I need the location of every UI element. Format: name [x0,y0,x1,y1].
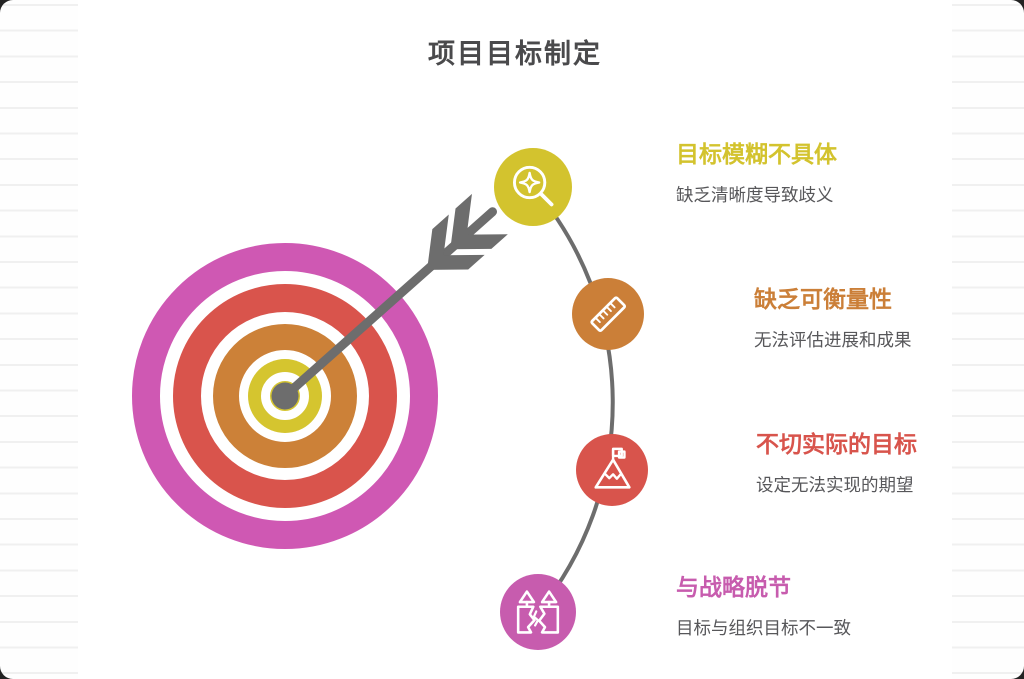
step-subtitle: 缺乏清晰度导致歧义 [676,185,834,205]
mountain-flag-icon [594,447,631,489]
step-subtitle: 设定无法实现的期望 [756,475,914,495]
step-strategy-disconnect: 与战略脱节 目标与组织目标不一致 [676,574,851,639]
ruler-icon [590,296,627,333]
arrow-icon [271,193,508,410]
broken-arrows-icon [516,590,560,634]
step-title: 不切实际的目标 [756,431,917,457]
magnifier-sparkle-icon [512,165,554,207]
page-title: 项目目标制定 [428,39,602,69]
step-unrealistic-goals: 不切实际的目标 设定无法实现的期望 [756,431,917,496]
step-circle-not-measurable [572,278,644,350]
diagram-canvas: 项目目标制定 目标模糊不具体 缺乏清晰度导致歧义 [78,0,952,679]
step-vague-goals: 目标模糊不具体 缺乏清晰度导致歧义 [676,141,837,206]
step-circle-vague-goals [494,148,572,226]
step-subtitle: 目标与组织目标不一致 [676,618,851,638]
step-title: 目标模糊不具体 [676,141,837,167]
step-circle-strategy-disconnect [500,574,576,650]
step-title: 与战略脱节 [676,574,791,600]
step-subtitle: 无法评估进展和成果 [754,330,912,350]
step-circle-unrealistic-goals [576,434,648,506]
connector-arc [531,185,615,614]
step-not-measurable: 缺乏可衡量性 无法评估进展和成果 [754,286,912,351]
step-title: 缺乏可衡量性 [754,286,892,312]
